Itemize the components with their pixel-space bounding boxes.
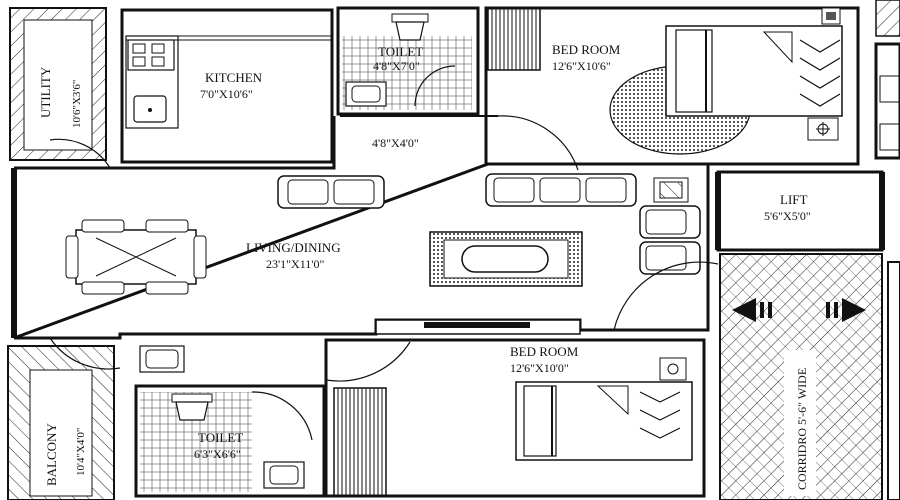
- toilet-2-name: TOILET: [198, 430, 243, 445]
- living-name: LIVING/DINING: [246, 240, 341, 255]
- balcony-name: BALCONY: [44, 423, 59, 486]
- bedroom-2-room: BED ROOM 12'6"X10'0": [324, 338, 706, 498]
- wardrobe-1: [487, 7, 541, 71]
- kitchen-room: KITCHEN 7'0"X10'6": [120, 8, 334, 164]
- kitchen-size: 7'0"X10'6": [200, 87, 253, 101]
- toilet-1-name: TOILET: [378, 44, 423, 59]
- side-table-2-icon: [659, 357, 687, 381]
- neighbour-walls: [874, 0, 900, 160]
- balcony-size: 10'4"X4'0": [75, 428, 87, 476]
- balcony-area: BALCONY 10'4"X4'0": [7, 345, 115, 500]
- washbasin-2-icon: [139, 345, 185, 373]
- toilet-2-room: TOILET 6'3"X6'6": [134, 345, 326, 498]
- passage-area: 4'8"X4'0": [340, 115, 579, 171]
- arrow-left-icon: [732, 298, 772, 322]
- living-dining-room: LIVING/DINING 23'1"X11'0": [11, 116, 710, 370]
- lamp-table-icon: [653, 177, 689, 203]
- bedroom-2-size: 12'6"X10'0": [510, 361, 569, 375]
- kitchen-sink-icon: [133, 95, 167, 123]
- passage-size: 4'8"X4'0": [372, 136, 419, 150]
- bedroom-1-room: BED ROOM 12'6"X10'6": [484, 6, 860, 166]
- wc-2-icon: [171, 393, 213, 421]
- utility-size: 10'6"X3'6": [71, 80, 83, 128]
- washbasin-icon: [345, 81, 387, 107]
- coffee-table-icon: [429, 231, 583, 287]
- wc-icon: [391, 13, 429, 41]
- bedroom-1-name: BED ROOM: [552, 42, 621, 57]
- bedroom-2-name: BED ROOM: [510, 344, 579, 359]
- shower-icon: [263, 461, 305, 489]
- lift-size: 5'6"X5'0": [764, 209, 811, 223]
- dining-table-icon: [65, 219, 207, 295]
- wardrobe-2: [333, 387, 387, 497]
- toilet-1-size: 4'8"X7'0": [373, 59, 420, 73]
- phone-icon: [821, 7, 841, 25]
- side-table-icon: [807, 117, 839, 141]
- arrow-right-icon: [826, 298, 866, 322]
- tv-unit-icon: [375, 319, 581, 335]
- lift-name: LIFT: [780, 192, 808, 207]
- stove-icon: [127, 39, 175, 71]
- lift-room: LIFT 5'6"X5'0": [715, 170, 885, 252]
- sofa-three-seater-icon: [485, 173, 637, 207]
- utility-name: UTILITY: [38, 66, 53, 118]
- living-size: 23'1"X11'0": [266, 257, 324, 271]
- sofa-two-seater-icon: [277, 175, 385, 209]
- armchairs-icon: [639, 205, 701, 275]
- utility-area: UTILITY 10'6"X3'6": [9, 7, 107, 161]
- toilet-2-size: 6'3"X6'6": [194, 447, 241, 461]
- corridor-area: CORRIDRO 5'-6" WIDE: [613, 253, 900, 500]
- corridor-label: CORRIDRO 5'-6" WIDE: [795, 368, 809, 490]
- bedroom-1-size: 12'6"X10'6": [552, 59, 611, 73]
- bed-2-icon: [515, 381, 693, 461]
- toilet-1-room: TOILET 4'8"X7'0": [336, 6, 480, 116]
- toilet-1-door-swing: [414, 65, 456, 107]
- kitchen-name: KITCHEN: [205, 70, 263, 85]
- bed-1-icon: [665, 25, 843, 117]
